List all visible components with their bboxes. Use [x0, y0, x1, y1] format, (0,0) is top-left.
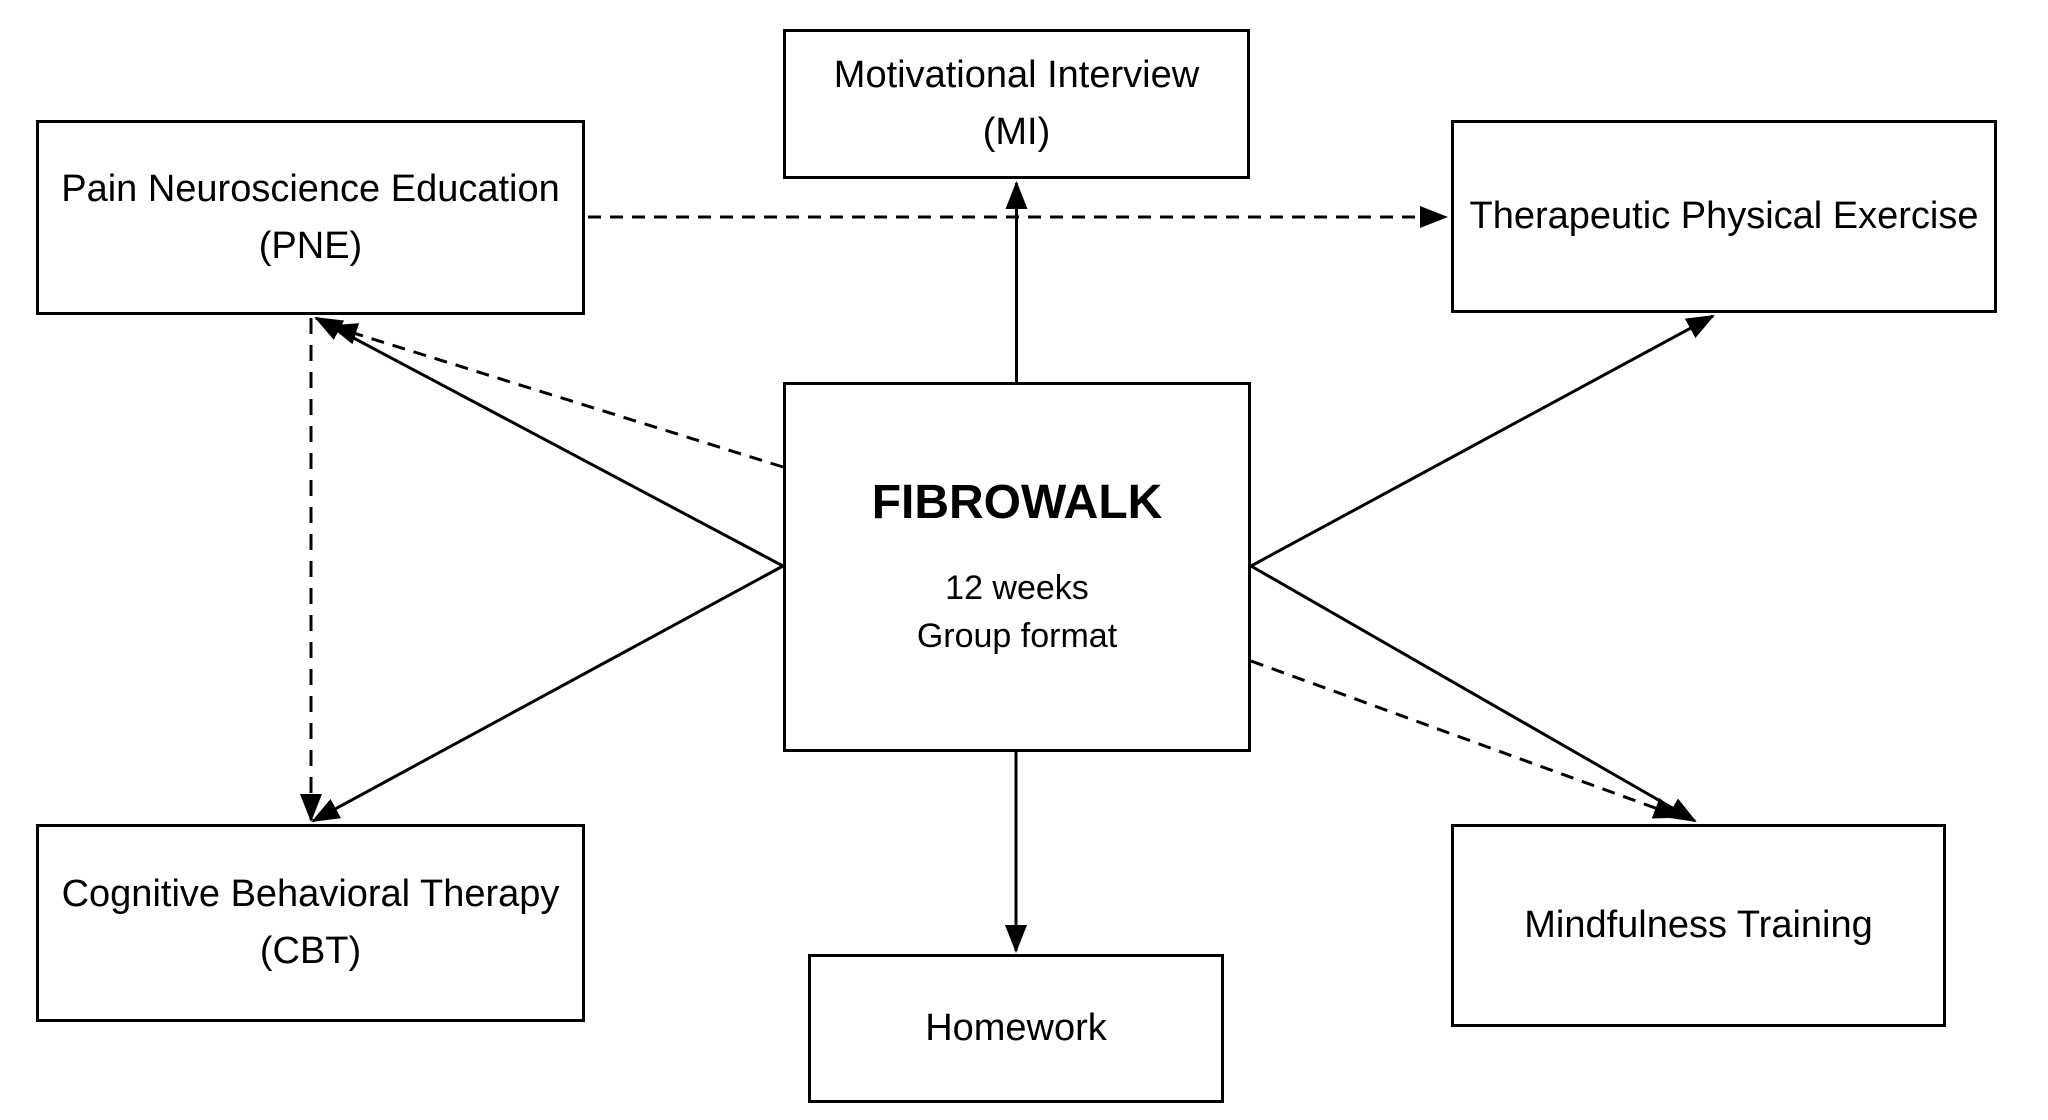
fibrowalk-title: FIBROWALK: [871, 475, 1163, 529]
edge-fibrowalk-to-cognitive-behavioral-therapy-solid: [311, 564, 784, 823]
node-label: Homework: [925, 1007, 1107, 1049]
node-abbreviation: (MI): [982, 111, 1051, 153]
node-label: Pain Neuroscience Education: [61, 167, 560, 210]
node-label: Cognitive Behavioral Therapy: [61, 873, 560, 915]
edge-fibrowalk-to-therapeutic-physical-exercise-solid: [1250, 314, 1715, 568]
node-abbreviation: (PNE): [258, 224, 363, 267]
node-label: Mindfulness Training: [1524, 904, 1873, 946]
node-fibrowalk: FIBROWALK 12 weeks Group format: [783, 382, 1251, 752]
edge-fibrowalk-to-pain-neuroscience-education-solid: [314, 316, 784, 568]
fibrowalk-duration: 12 weeks: [945, 569, 1089, 608]
edge-fibrowalk-to-pain-neuroscience-education-dashed: [329, 323, 784, 469]
node-pain-neuroscience-education: Pain Neuroscience Education (PNE): [36, 120, 585, 315]
node-label: Motivational Interview: [833, 54, 1200, 96]
edge-fibrowalk-to-mindfulness-training-dashed: [1250, 659, 1682, 819]
node-therapeutic-physical-exercise: Therapeutic Physical Exercise: [1451, 120, 1997, 313]
node-abbreviation: (CBT): [259, 930, 362, 972]
node-label: Therapeutic Physical Exercise: [1469, 195, 1979, 237]
node-motivational-interview: Motivational Interview (MI): [783, 29, 1250, 179]
node-mindfulness-training: Mindfulness Training: [1451, 824, 1946, 1027]
node-homework: Homework: [808, 954, 1224, 1103]
node-cognitive-behavioral-therapy: Cognitive Behavioral Therapy (CBT): [36, 824, 585, 1022]
fibrowalk-format: Group format: [916, 616, 1118, 655]
edge-fibrowalk-to-mindfulness-training-solid: [1250, 564, 1697, 823]
